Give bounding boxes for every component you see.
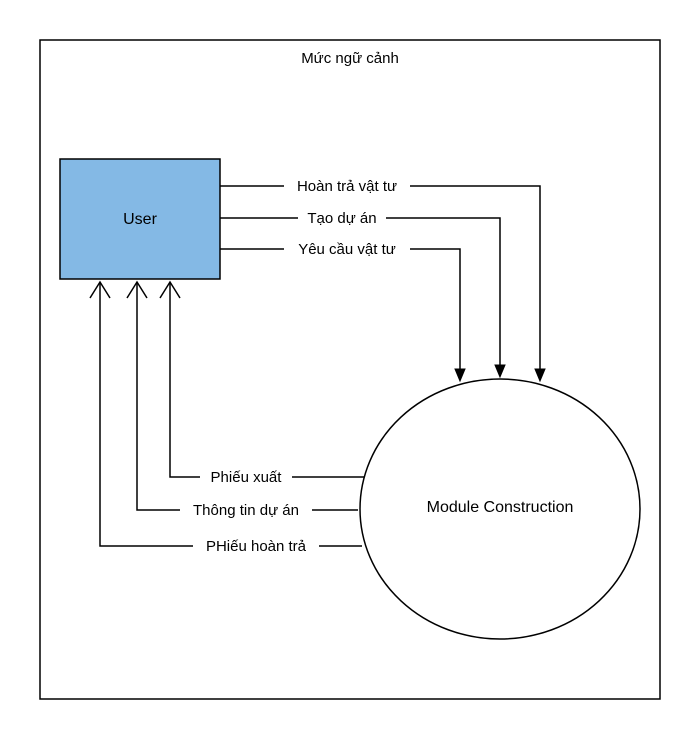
flow-tao-du-an[interactable]: Tạo dự án: [220, 208, 506, 379]
flow-phieu-xuat[interactable]: Phiếu xuất: [159, 280, 364, 487]
arrowhead-up-open: [126, 280, 148, 299]
arrowhead-down: [454, 368, 466, 383]
flow-label: Phiếu xuất: [211, 469, 283, 486]
flow-label: Hoàn trả vật tư: [297, 178, 397, 195]
flow-label: Yêu cầu vật tư: [298, 241, 396, 258]
user-entity[interactable]: [59, 158, 221, 280]
arrowhead-up-open: [89, 280, 111, 299]
arrowhead-up-open: [159, 280, 181, 299]
module-process[interactable]: [359, 378, 641, 640]
arrowhead-down: [534, 368, 546, 383]
flow-label: Thông tin dự án: [193, 502, 299, 519]
user-entity-label: User: [123, 211, 157, 228]
flow-phieu-hoan-tra[interactable]: PHiếu hoàn trả: [89, 280, 362, 556]
flow-label: Tạo dự án: [307, 210, 376, 227]
flow-label: PHiếu hoàn trả: [206, 538, 307, 555]
flow-yeu-cau-vat-tu[interactable]: Yêu cầu vật tư: [220, 239, 466, 383]
module-process-label: Module Construction: [427, 499, 574, 516]
context-title: Mức ngữ cảnh: [301, 50, 399, 67]
flow-hoan-tra-vat-tu[interactable]: Hoàn trả vật tư: [220, 176, 546, 383]
flow-thong-tin-du-an[interactable]: Thông tin dự án: [126, 280, 358, 520]
arrowhead-down: [494, 364, 506, 379]
